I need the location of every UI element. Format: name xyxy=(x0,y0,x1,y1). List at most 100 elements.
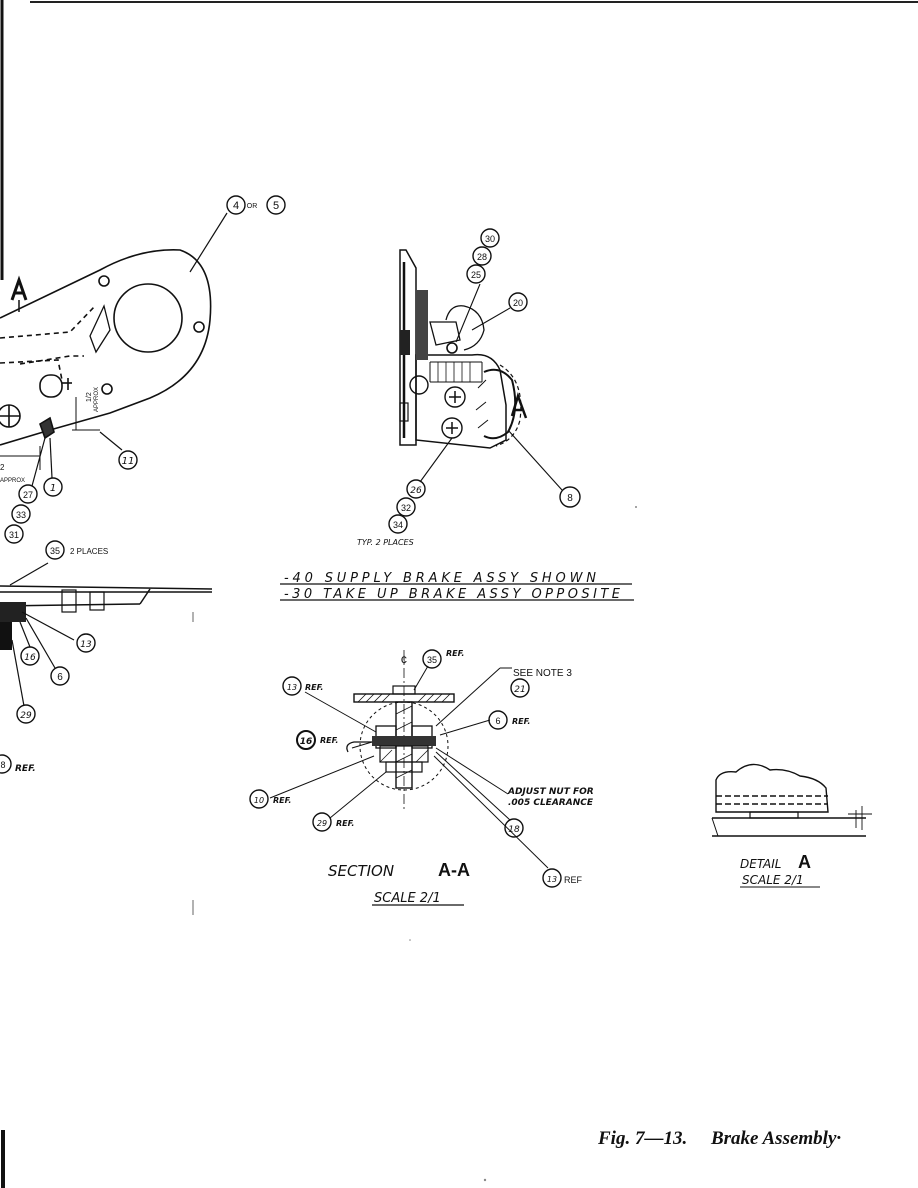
clearance-note: .005 CLEARANCE xyxy=(508,798,594,808)
brake-shoe-outline xyxy=(715,763,829,813)
balloon-26-label: 26 xyxy=(410,486,422,496)
section-scale: SCALE 2/1 xyxy=(374,891,441,906)
balloon-13-label: 13 xyxy=(80,640,92,650)
screw-head xyxy=(444,386,466,408)
figure-title: Brake Assembly· xyxy=(710,1128,842,1149)
balloon-28-label: 28 xyxy=(477,252,487,262)
brake-housing xyxy=(415,353,507,449)
section-arrow-a xyxy=(510,392,528,419)
brake-side-view xyxy=(399,249,563,491)
dimension-value-2: 2 xyxy=(0,463,5,472)
arm-bore xyxy=(113,283,183,353)
ref-label: REF. xyxy=(15,764,36,774)
balloon-33 xyxy=(11,504,31,524)
section-a-a-labels: ¢ 35 REF. SEE NOTE 3 21 13 REF. 6 REF. 1… xyxy=(249,649,594,906)
balloon-25 xyxy=(466,264,486,284)
bracket xyxy=(416,290,428,360)
balloon-18 xyxy=(504,818,524,838)
balloon-11-label: 11 xyxy=(122,456,135,467)
ref-label: REF. xyxy=(273,796,291,805)
balloon-27 xyxy=(18,484,38,504)
mounting-hole xyxy=(193,321,205,333)
balloon-32 xyxy=(396,497,416,517)
hidden-line xyxy=(0,305,96,339)
balloon-11 xyxy=(118,450,138,470)
balloon-34 xyxy=(388,514,408,534)
balloon-16-section-label: 16 xyxy=(300,737,313,747)
balloon-31-label: 31 xyxy=(9,530,19,540)
pivot-boss xyxy=(39,374,63,398)
balloon-29-section xyxy=(312,812,332,832)
balloon-4 xyxy=(226,195,246,215)
section-marker: A-A xyxy=(438,860,470,880)
left-view-balloons: 4 OR 5 11 1 27 33 31 2 APPROX 1/2 APPROX xyxy=(0,195,286,544)
balloon-30-label: 30 xyxy=(485,234,495,244)
balloon-29-label: 29 xyxy=(20,711,32,721)
balloon-35-section xyxy=(422,649,442,669)
left-plan-view xyxy=(0,212,228,487)
balloon-31 xyxy=(4,524,24,544)
dimension-value: 1/2 xyxy=(86,392,93,402)
balloon-13-section xyxy=(282,676,302,696)
section-a-a-view xyxy=(269,650,549,869)
balloon-20 xyxy=(508,292,528,312)
typ-places-note: TYP. 2 PLACES xyxy=(357,538,414,547)
balloon-8-side xyxy=(559,486,581,508)
balloon-21 xyxy=(510,678,530,698)
balloon-13-ref-label: 13 xyxy=(547,875,557,884)
left-elevation-balloons: 35 2 PLACES 13 16 6 29 8 REF. xyxy=(0,540,108,774)
balloon-10 xyxy=(249,789,269,809)
ref-label: REF. xyxy=(336,819,354,828)
balloon-16 xyxy=(20,646,40,666)
balloon-8 xyxy=(0,754,12,774)
detail-a-view xyxy=(711,763,872,837)
brake-arm-section xyxy=(372,736,436,746)
spring-clip xyxy=(39,416,55,440)
balloon-35 xyxy=(45,540,65,560)
balloon-13-ref xyxy=(542,868,562,888)
detail-scale: SCALE 2/1 xyxy=(742,873,804,887)
balloon-16-section xyxy=(296,730,316,750)
balloon-16-label: 16 xyxy=(24,653,36,663)
scan-noise xyxy=(409,506,637,1182)
balloon-8-side-label: 8 xyxy=(567,493,573,504)
approx-label-rotated: APPROX xyxy=(94,387,100,412)
balloon-25-label: 25 xyxy=(471,270,481,280)
balloon-6 xyxy=(50,666,70,686)
balloon-34-label: 34 xyxy=(393,520,403,530)
see-note-label: SEE NOTE 3 xyxy=(513,668,572,679)
detail-marker: A xyxy=(798,852,811,872)
balloon-35-label: 35 xyxy=(50,546,60,556)
ref-label: REF. xyxy=(512,717,530,726)
section-arrow-a xyxy=(10,275,28,301)
elevation-plate xyxy=(0,585,213,590)
adjust-nut-note: ADJUST NUT FOR xyxy=(507,787,594,797)
mounting-hole xyxy=(98,275,110,287)
or-label: OR xyxy=(247,203,258,210)
balloon-5-label: 5 xyxy=(273,200,279,212)
balloon-10-label: 10 xyxy=(254,796,264,805)
stacked-washers xyxy=(0,602,26,622)
balloon-30 xyxy=(480,228,500,248)
places-note: 2 PLACES xyxy=(70,547,108,556)
section-title: SECTION xyxy=(328,862,394,880)
brake-drum xyxy=(483,368,517,440)
ref-label: REF. xyxy=(305,683,323,692)
balloon-8-label: 8 xyxy=(0,760,5,770)
balloon-29-section-label: 29 xyxy=(317,819,327,828)
balloon-28 xyxy=(472,246,492,266)
balloon-33-label: 33 xyxy=(16,510,26,520)
balloon-20-label: 20 xyxy=(513,298,523,308)
figure-caption: Fig. 7—13. Brake Assembly· xyxy=(598,1128,898,1150)
centerline-symbol: ¢ xyxy=(401,653,408,667)
balloon-4-label: 4 xyxy=(233,200,239,212)
mounting-hole xyxy=(101,383,113,395)
arm-slot xyxy=(89,304,111,354)
balloon-32-label: 32 xyxy=(401,503,411,513)
detail-a-labels: DETAIL A SCALE 2/1 xyxy=(740,852,820,888)
spring-end xyxy=(346,741,372,753)
side-view-balloons: 30 28 25 20 8 26 32 34 TYP. 2 PLACES -40… xyxy=(280,228,634,602)
ref-label: REF. xyxy=(320,736,338,745)
approx-label: APPROX xyxy=(0,478,25,484)
